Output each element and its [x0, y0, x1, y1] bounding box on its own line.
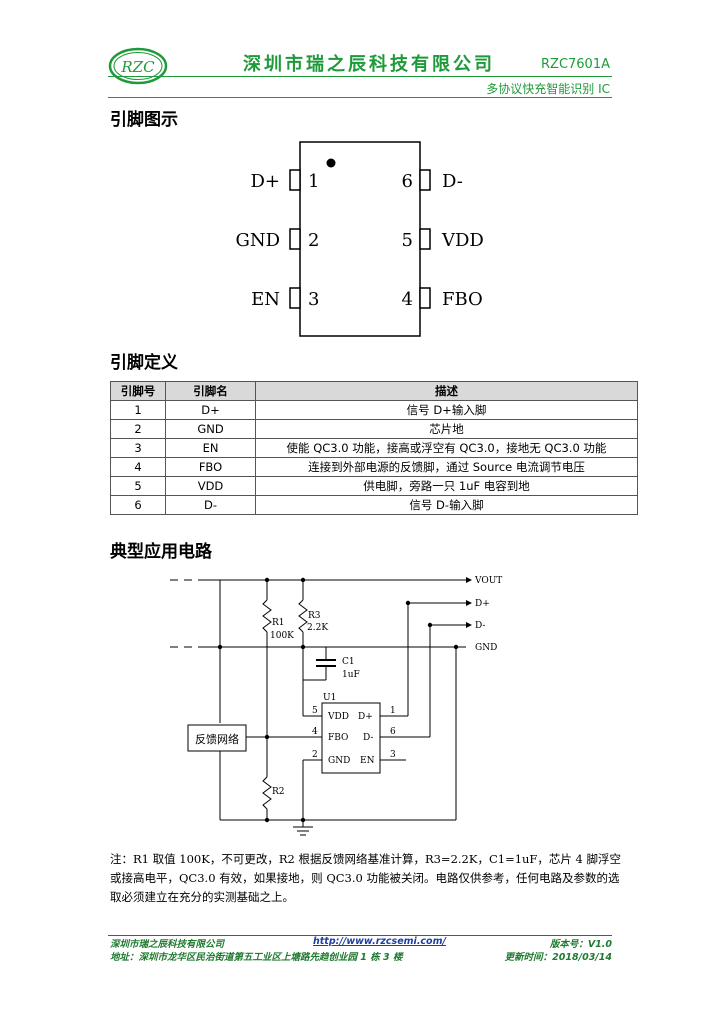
cell-pin-name: D+: [165, 400, 256, 420]
cell-pin-name: D-: [165, 495, 256, 515]
cell-description: 连接到外部电源的反馈脚，通过 Source 电流调节电压: [255, 457, 638, 477]
cell-description: 芯片地: [255, 419, 638, 439]
pin6-number: 6: [390, 727, 396, 737]
chip-fbo: FBO: [328, 733, 348, 743]
chip-dplus: D+: [358, 712, 373, 722]
pin-2-name: GND: [235, 230, 280, 251]
r2-label: R2: [272, 787, 285, 797]
footer-url-link[interactable]: http://www.rzcsemi.com/: [313, 936, 446, 947]
u1-label: U1: [323, 693, 336, 703]
chip-en: EN: [360, 756, 375, 766]
col-header-pin-name: 引脚名: [165, 381, 256, 401]
cell-pin-name: EN: [165, 438, 256, 458]
company-name: 深圳市瑞之辰科技有限公司: [243, 54, 495, 75]
r3-label: R3: [308, 611, 321, 621]
pin-1-name: D+: [250, 171, 280, 192]
chip-gnd: GND: [328, 756, 350, 766]
pin1-dot: [326, 158, 336, 168]
pinout-diagram: D+ GND EN 1 2 3 6 5 4 D- VDD FBO: [235, 141, 484, 337]
cell-description: 供电脚，旁路一只 1uF 电容到地: [255, 476, 638, 496]
cell-pin-name: FBO: [165, 457, 256, 477]
footer-divider: [108, 935, 612, 936]
footer-date: 更新时间：2018/03/14: [504, 952, 612, 963]
product-subtitle: 多协议快充智能识别 IC: [486, 82, 610, 96]
header-divider: [108, 76, 612, 77]
pin-4-lead: [419, 287, 431, 309]
r3-value: 2.2K: [307, 623, 328, 633]
pin2-number: 2: [312, 750, 318, 760]
cell-pin-number: 1: [110, 400, 166, 420]
r1-value: 100K: [270, 631, 294, 641]
pin5-number: 5: [312, 706, 318, 716]
cell-description: 使能 QC3.0 功能，接高或浮空有 QC3.0，接地无 QC3.0 功能: [255, 438, 638, 458]
pin4-number: 4: [312, 727, 318, 737]
footer-address: 地址：深圳市龙华区民治街道第五工业区上塘路先趋创业园 1 栋 3 楼: [110, 952, 403, 963]
cell-pin-name: VDD: [165, 476, 256, 496]
circuit-note: 注：R1 取值 100K，不可更改，R2 根据反馈网络基准计算，R3=2.2K，…: [110, 852, 622, 904]
rail-dplus-label: D+: [475, 599, 490, 609]
header-divider-bottom: [108, 97, 612, 98]
footer-version: 版本号：V1.0: [549, 939, 612, 950]
feedback-network-box: [187, 724, 247, 752]
pinout-title: 引脚图示: [110, 110, 178, 130]
pin-table-title: 引脚定义: [110, 353, 178, 373]
pin-3-lead: [289, 287, 301, 309]
cell-description: 信号 D+输入脚: [255, 400, 638, 420]
cell-pin-number: 2: [110, 419, 166, 439]
c1-value: 1uF: [342, 670, 360, 680]
r1-label: R1: [272, 618, 285, 628]
pin-6-name: D-: [442, 171, 463, 192]
pin-4-name: FBO: [442, 289, 483, 310]
pin-5-name: VDD: [441, 230, 484, 251]
rail-gnd-label: GND: [475, 643, 497, 653]
part-number: RZC7601A: [541, 57, 610, 72]
pin-3-name: EN: [251, 289, 280, 310]
pin-5-number: 5: [402, 230, 413, 251]
cell-pin-number: 3: [110, 438, 166, 458]
col-header-pin-number: 引脚号: [110, 381, 166, 401]
chip-vdd: VDD: [327, 712, 349, 722]
logo-text: RZC: [120, 58, 155, 76]
col-header-description: 描述: [255, 381, 638, 401]
table-header-row: 引脚号 引脚名 描述: [110, 381, 638, 401]
pin1-number: 1: [390, 706, 396, 716]
footer-company: 深圳市瑞之辰科技有限公司: [110, 939, 225, 950]
rail-vout-label: VOUT: [474, 576, 502, 586]
pin-1-lead: [289, 169, 301, 191]
pin-2-lead: [289, 228, 301, 250]
pin-6-number: 6: [402, 171, 413, 192]
pin3-number: 3: [390, 750, 396, 760]
cell-description: 信号 D-输入脚: [255, 495, 638, 515]
pin-4-number: 4: [402, 289, 413, 310]
chip-dminus: D-: [363, 733, 373, 743]
cell-pin-name: GND: [165, 419, 256, 439]
rail-dminus-label: D-: [475, 621, 485, 631]
pin-3-number: 3: [308, 289, 319, 310]
cell-pin-number: 6: [110, 495, 166, 515]
company-logo: RZC: [108, 47, 168, 85]
chip-body: [299, 141, 421, 337]
pin-1-number: 1: [308, 171, 319, 192]
application-circuit: VOUT D+ D- GND R1 100K R3 2.2K C1 1uF R2…: [170, 576, 502, 836]
circuit-title: 典型应用电路: [110, 542, 212, 562]
pin-6-lead: [419, 169, 431, 191]
cell-pin-number: 5: [110, 476, 166, 496]
feedback-network-label: 反馈网络: [195, 732, 239, 746]
cell-pin-number: 4: [110, 457, 166, 477]
c1-label: C1: [342, 657, 355, 667]
pin-5-lead: [419, 228, 431, 250]
pin-2-number: 2: [308, 230, 319, 251]
